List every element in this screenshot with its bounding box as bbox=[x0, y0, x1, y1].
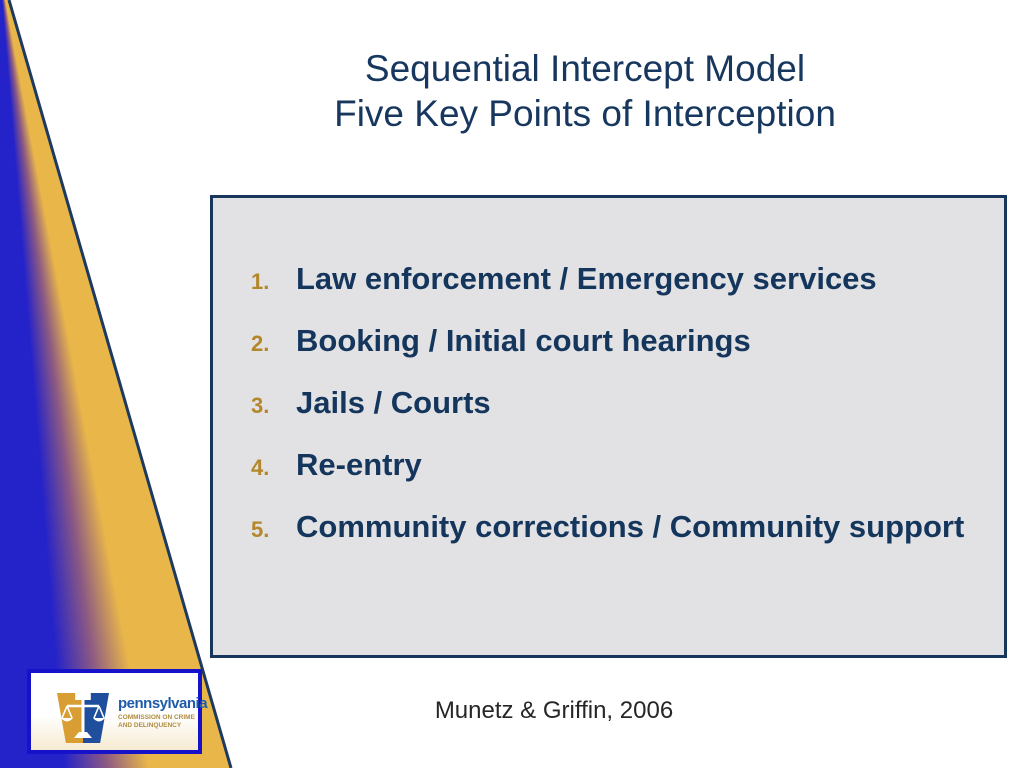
logo-subtitle-text: COMMISSION ON CRIME AND DELINQUENCY bbox=[118, 714, 195, 730]
list-item: 1. Law enforcement / Emergency services bbox=[251, 260, 984, 298]
list-item-text: Law enforcement / Emergency services bbox=[296, 261, 877, 296]
logo-subtitle-line2: AND DELINQUENCY bbox=[118, 722, 182, 729]
list-item-text: Community corrections / Community suppor… bbox=[296, 509, 965, 544]
list-item-number: 2. bbox=[251, 331, 270, 356]
logo-subtitle-line1: COMMISSION ON CRIME bbox=[118, 714, 195, 721]
list-item: 5. Community corrections / Community sup… bbox=[251, 508, 984, 546]
list-item-number: 3. bbox=[251, 393, 270, 418]
citation-text: Munetz & Griffin, 2006 bbox=[434, 697, 674, 724]
scales-of-justice-icon bbox=[61, 695, 105, 738]
list-item-text: Booking / Initial court hearings bbox=[296, 323, 751, 358]
slide-title-line2: Five Key Points of Interception bbox=[334, 93, 836, 134]
slide-title: Sequential Intercept Model Five Key Poin… bbox=[170, 46, 1000, 136]
list-item-number: 4. bbox=[251, 455, 270, 480]
list-item-text: Re-entry bbox=[296, 447, 422, 482]
slide-title-line1: Sequential Intercept Model bbox=[364, 48, 806, 89]
list-item: 4. Re-entry bbox=[251, 446, 984, 484]
intercept-points-list: 1. Law enforcement / Emergency services … bbox=[213, 198, 1004, 546]
content-box: 1. Law enforcement / Emergency services … bbox=[210, 195, 1007, 658]
list-item-number: 1. bbox=[251, 269, 270, 294]
list-item: 2. Booking / Initial court hearings bbox=[251, 322, 984, 360]
list-item-number: 5. bbox=[251, 517, 270, 542]
logo-name-text: pennsylvania bbox=[118, 695, 208, 712]
list-item-text: Jails / Courts bbox=[296, 385, 491, 420]
pccd-logo: pennsylvania COMMISSION ON CRIME AND DEL… bbox=[27, 669, 208, 754]
list-item: 3. Jails / Courts bbox=[251, 384, 984, 422]
